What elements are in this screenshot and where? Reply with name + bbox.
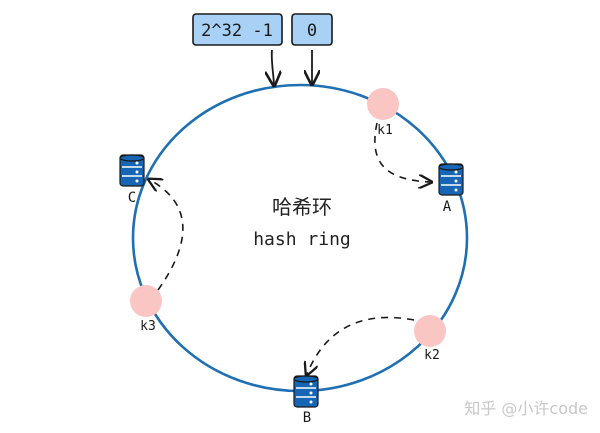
ring-title-en: hash ring	[253, 229, 351, 250]
server-label-A: A	[443, 199, 452, 215]
mapping-arrow-k2-to-B	[307, 316, 415, 374]
key-node-k3	[130, 285, 162, 317]
key-label-k3: k3	[140, 319, 156, 334]
mapping-arrow-k3-to-C	[150, 180, 184, 291]
max-value-arrow	[272, 49, 274, 84]
server-label-B: B	[303, 410, 311, 426]
key-label-k1: k1	[377, 123, 393, 138]
watermark: 知乎 @小许code	[464, 399, 588, 418]
server-A-database-icon	[438, 163, 464, 196]
key-node-k2	[414, 315, 446, 347]
max-value-box: 2^32 -1	[192, 13, 283, 46]
ring-title-cn: 哈希环	[272, 195, 332, 219]
max-value-label: 2^32 -1	[201, 21, 273, 41]
key-node-k1	[367, 88, 399, 120]
zero-box: 0	[291, 13, 333, 46]
server-label-C: C	[128, 190, 136, 206]
server-C-database-icon	[119, 154, 145, 187]
zero-label: 0	[307, 21, 317, 41]
mapping-arrow-k1-to-A	[374, 122, 430, 182]
server-B-database-icon	[293, 375, 319, 408]
key-label-k2: k2	[424, 348, 440, 363]
